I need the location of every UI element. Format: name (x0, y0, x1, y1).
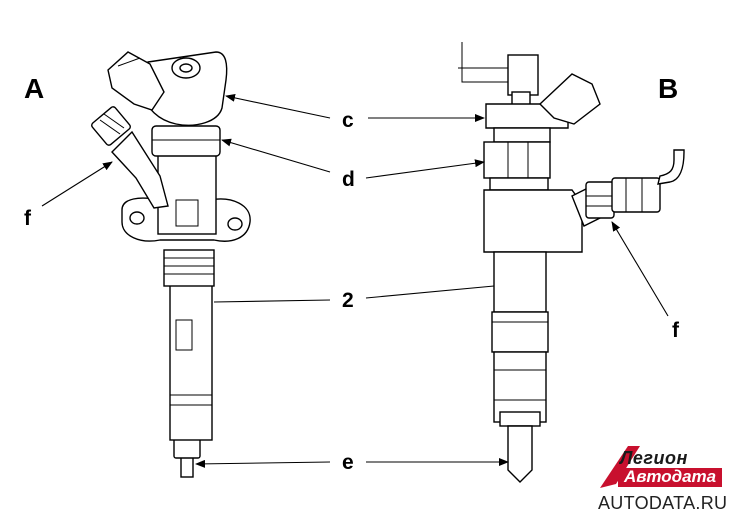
injector-b-inlet-nut (585, 181, 615, 219)
injector-b-body (483, 189, 583, 253)
injector-a (91, 51, 251, 478)
callout-c: c (342, 109, 354, 132)
injector-a-inlet-fitting (91, 106, 131, 146)
callout-e: e (342, 451, 354, 474)
injector-a-threaded-section (163, 249, 215, 287)
injector-a-electrical-connector (107, 51, 165, 111)
leader-e-to-a (195, 459, 331, 468)
leader-c-to-a (225, 93, 331, 119)
leader-d-to-a (221, 138, 331, 173)
injector-a-body (169, 284, 213, 441)
leader-f-left (41, 161, 113, 207)
injector-a-fuel-inlet (111, 130, 169, 209)
injector-a-nozzle-collar (173, 437, 201, 459)
injector-b-shaft-collar (491, 311, 549, 353)
watermark-url: AUTODATA.RU (598, 493, 728, 513)
leader-lines (41, 93, 669, 468)
watermark-line1: Легион (620, 448, 688, 468)
leader-2-to-a (213, 299, 331, 303)
callout-d: d (342, 168, 355, 191)
injector-b-nozzle (507, 425, 533, 483)
leader-f-right (611, 221, 669, 317)
leader-d-to-b (365, 159, 485, 179)
view-label-b: B (658, 73, 679, 104)
injector-b-shaft-upper (493, 251, 547, 313)
injector-a-upper-body (157, 149, 217, 235)
injector-b-fuel-line-fitting (611, 177, 661, 213)
watermark-line2: Автодата (618, 468, 723, 487)
injector-b-fuel-line (657, 149, 685, 185)
leader-2-to-b (365, 285, 495, 299)
injector-b (458, 42, 685, 483)
injector-b-connector-plug (507, 54, 539, 96)
view-label-a: A (24, 73, 45, 104)
injector-a-nut (151, 125, 221, 157)
logo-mark (600, 446, 640, 488)
callout-f-right: f (672, 319, 679, 342)
injector-a-solenoid-head (145, 51, 228, 126)
callout-f-left: f (24, 207, 31, 230)
logo-triangle-icon (600, 446, 640, 488)
injector-b-connector-housing (538, 73, 601, 125)
injector-b-hex-nut (483, 141, 551, 179)
callout-2: 2 (342, 289, 354, 312)
injector-b-wire (461, 42, 512, 83)
